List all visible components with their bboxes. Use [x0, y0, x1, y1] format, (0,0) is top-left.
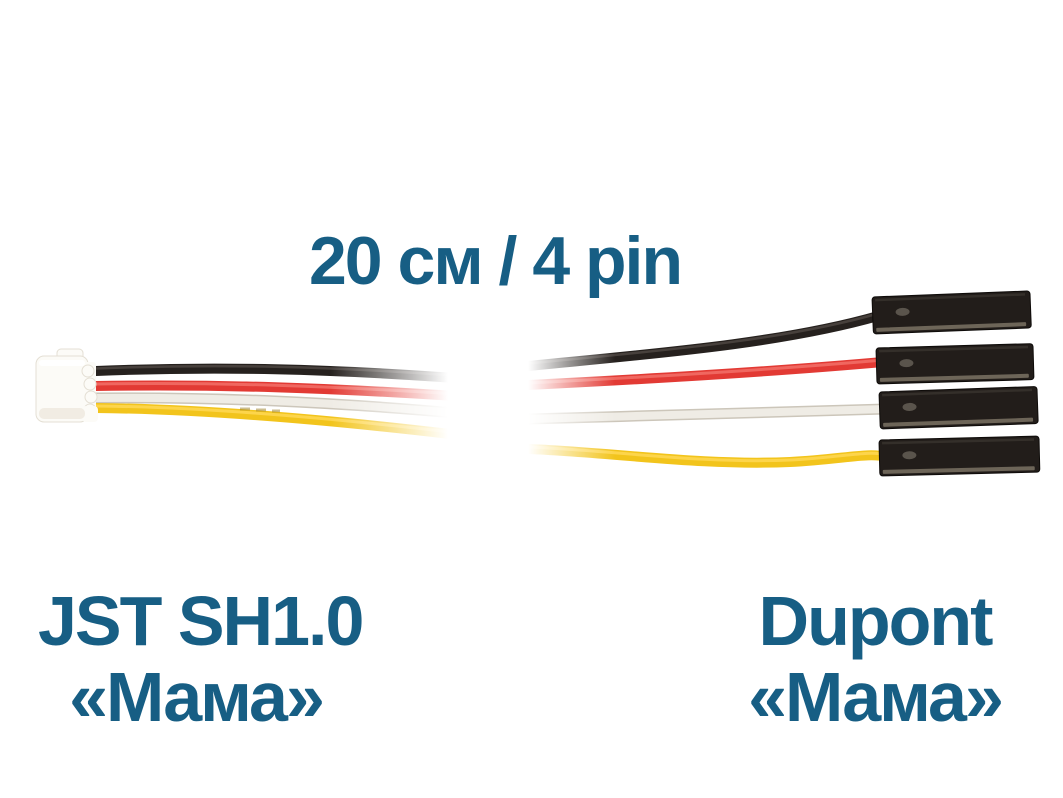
- jst-crimp-bump: [81, 364, 95, 378]
- dupont-latch-dimple: [902, 451, 917, 460]
- dupont-connector-white: [878, 386, 1039, 430]
- wire-yellow-right-highlight: [527, 445, 888, 463]
- dupont-top-highlight: [882, 438, 1035, 445]
- wire-black-left: [91, 363, 460, 383]
- dupont-housing: [875, 343, 1035, 385]
- wire-white-left: [92, 393, 459, 417]
- dupont-metal-edge: [879, 373, 1029, 382]
- jst-foot: [82, 406, 98, 422]
- dupont-top-highlight: [875, 293, 1026, 302]
- dupont-metal-edge: [883, 417, 1034, 427]
- dupont-top-highlight: [879, 345, 1029, 353]
- left-wire-bundle: [90, 363, 461, 439]
- jst-label-line2: «Мама»: [69, 658, 325, 736]
- dupont-housing: [871, 290, 1032, 335]
- jst-label-line1: JST SH1.0: [38, 582, 364, 660]
- dupont-label: Dupont «Мама»: [717, 583, 1033, 735]
- wire-red-left-highlight: [95, 381, 456, 396]
- wire-red-right: [523, 357, 888, 390]
- dupont-label-line1: Dupont: [758, 582, 994, 660]
- dupont-metal-edge: [882, 466, 1035, 474]
- jst-crimp-bump: [84, 390, 98, 404]
- wire-white-right: [524, 405, 890, 423]
- jst-label: JST SH1.0 «Мама»: [38, 582, 364, 736]
- wire-yellow-left: [91, 403, 455, 439]
- wire-black-right-highlight: [527, 312, 879, 365]
- wire-print-marking: [240, 407, 280, 413]
- dupont-housing: [878, 435, 1041, 477]
- dupont-top-highlight: [882, 388, 1033, 397]
- dupont-connector-yellow: [878, 435, 1041, 477]
- dupont-housing: [878, 386, 1039, 430]
- jst-bottom-shading: [39, 408, 85, 419]
- dupont-latch-dimple: [899, 359, 914, 368]
- wire-yellow-left-highlight: [95, 404, 451, 434]
- wire-black-right: [523, 311, 883, 371]
- wire-red-left: [91, 380, 460, 401]
- dupont-connector-red: [875, 343, 1035, 385]
- length-pin-label: 20 см / 4 pin: [300, 223, 690, 299]
- dupont-latch-dimple: [902, 402, 917, 411]
- dupont-label-line2: «Мама»: [748, 658, 1004, 736]
- dupont-latch-dimple: [895, 307, 910, 316]
- wire-black-left-highlight: [95, 364, 456, 377]
- wire-red-right-highlight: [527, 358, 884, 385]
- jst-crimp-bump: [83, 377, 97, 391]
- length-pin-text: 20 см / 4 pin: [308, 223, 683, 299]
- right-wire-bundle: [522, 311, 892, 468]
- dupont-metal-edge: [876, 322, 1027, 332]
- jst-top-highlight: [39, 360, 85, 366]
- jst-connector: [35, 348, 98, 423]
- wire-yellow-right: [523, 444, 892, 468]
- dupont-connector-black: [871, 290, 1032, 335]
